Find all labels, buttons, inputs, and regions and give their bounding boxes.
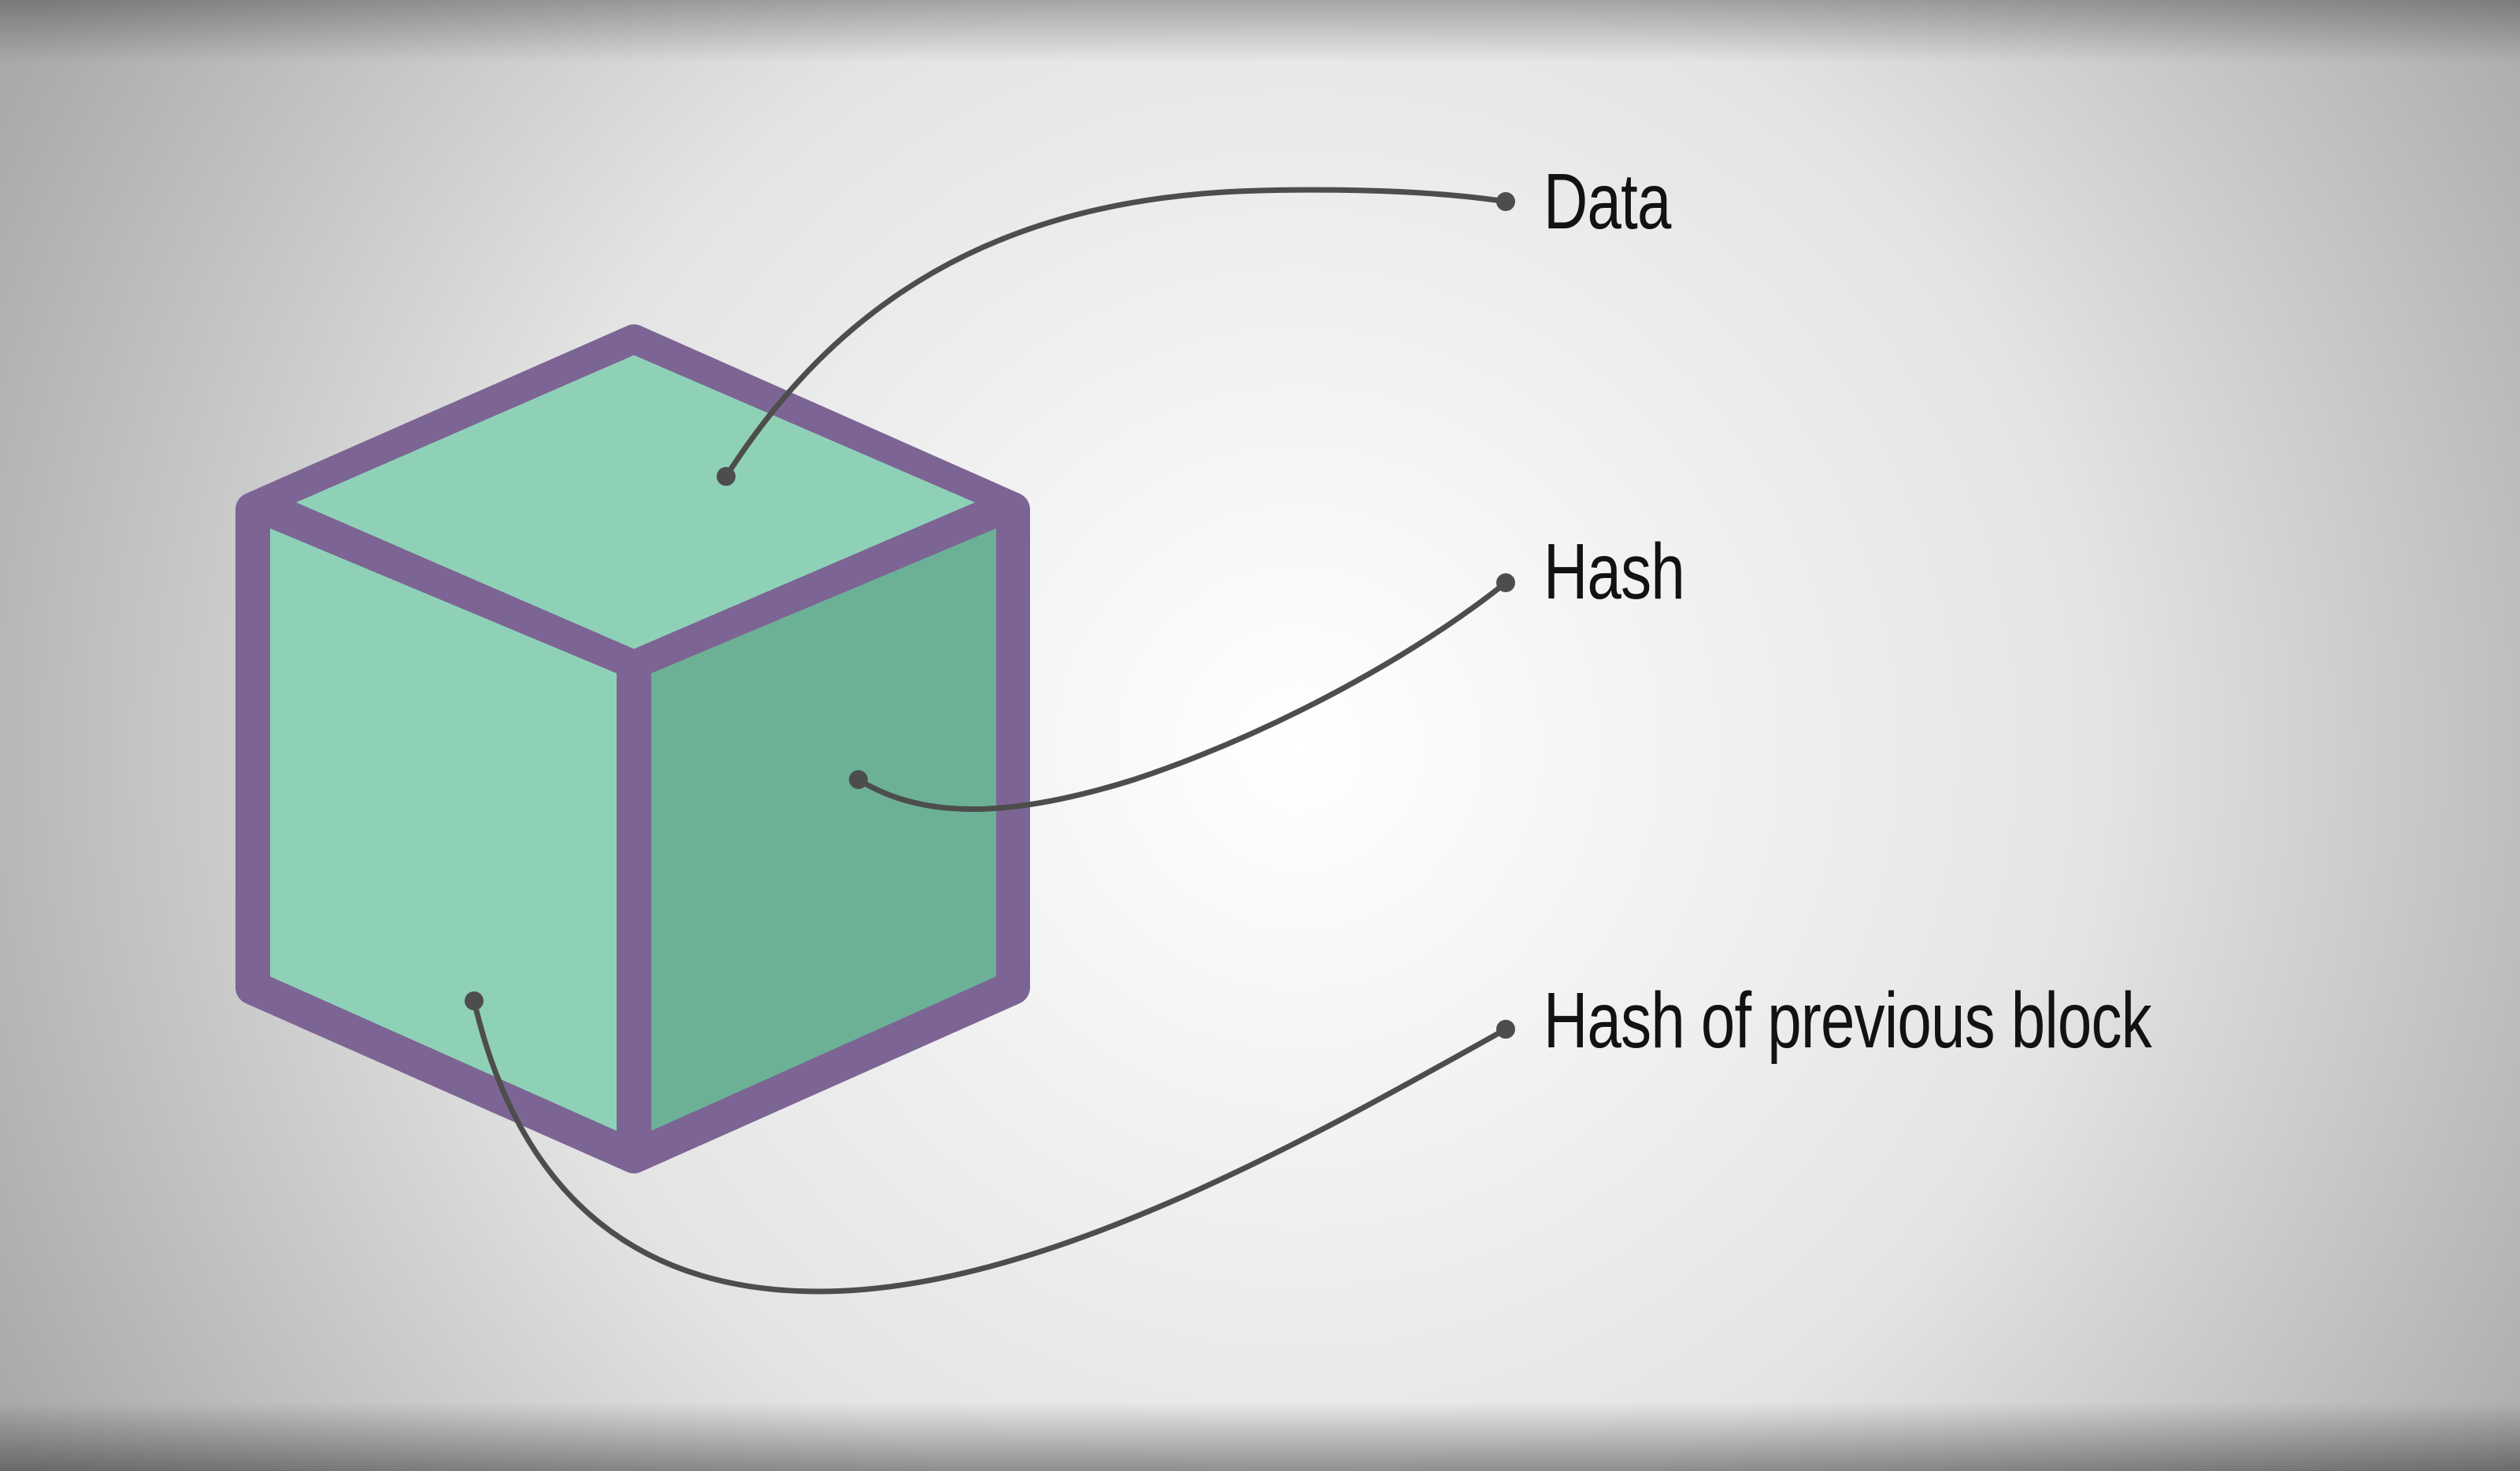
cube-right-face [651, 528, 996, 1131]
cube-left-face [270, 528, 617, 1131]
connector-previous-hash [471, 998, 1509, 1295]
previous-hash-anchor-dot [465, 991, 484, 1010]
bottom-vignette [0, 1402, 2520, 1471]
label-hash: Hash [1544, 528, 1685, 616]
label-data: Data [1544, 157, 1671, 246]
connector-dots [465, 192, 1515, 1039]
connectors [471, 187, 1509, 1295]
data-label-dot [1496, 192, 1515, 211]
data-anchor-dot [717, 467, 736, 486]
connector-hash [855, 580, 1509, 812]
top-vignette [0, 0, 2520, 63]
label-previous-hash: Hash of previous block [1544, 976, 2152, 1065]
previous-hash-label-dot [1496, 1020, 1515, 1039]
cube-top-face [296, 355, 975, 649]
connector-data [723, 187, 1509, 480]
hash-label-dot [1496, 573, 1515, 592]
hash-anchor-dot [849, 770, 868, 789]
cube-icon [235, 324, 1030, 1173]
